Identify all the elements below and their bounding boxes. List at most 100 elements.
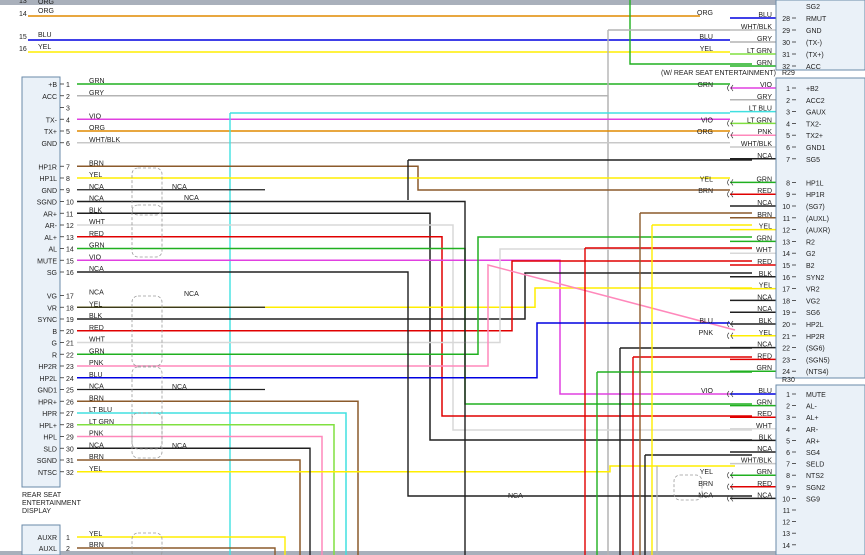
display-pin-name: B bbox=[52, 329, 57, 336]
display-pin-number: 3 bbox=[66, 106, 70, 113]
display-pin-number: 10 bbox=[66, 200, 74, 207]
r29-signal: SG6 bbox=[806, 310, 820, 317]
wire-label-org: ORG bbox=[38, 8, 54, 15]
r29-wire-label: BLK bbox=[759, 318, 773, 325]
display-wire-label: LT BLU bbox=[89, 407, 112, 414]
r30-connector-name: R30 bbox=[782, 377, 795, 384]
r29-wire-label: YEL bbox=[759, 224, 772, 231]
r30-signal: SG9 bbox=[806, 496, 820, 503]
r29-signal: GAUX bbox=[806, 110, 826, 117]
r30-wire-label: WHT bbox=[756, 423, 773, 430]
r29-wire-label: YEL bbox=[759, 330, 772, 337]
r30-signal: SGN2 bbox=[806, 485, 825, 492]
connector-bracket bbox=[727, 190, 734, 198]
display-wire-label: RED bbox=[89, 231, 104, 238]
r29-left-label: BLU bbox=[699, 318, 713, 325]
aux-pin-name: AUXR bbox=[38, 535, 57, 542]
right-top-left-label: BLU bbox=[699, 34, 713, 41]
r30-pin-number: 12 bbox=[782, 520, 790, 527]
display-wire bbox=[77, 259, 730, 395]
r29-signal: SYN2 bbox=[806, 275, 824, 282]
r29-pin-number: 1 bbox=[786, 86, 790, 93]
r30-signal: AL- bbox=[806, 404, 818, 411]
r29-pin-number: 18 bbox=[782, 298, 790, 305]
display-pin-number: 24 bbox=[66, 376, 74, 383]
connector-bracket bbox=[727, 483, 734, 491]
display-title-line: ENTERTAINMENT bbox=[22, 500, 82, 507]
right-top-signal: GND bbox=[806, 28, 822, 35]
r29-wire-label: RED bbox=[757, 259, 772, 266]
r30-left-label: NCA bbox=[698, 492, 713, 499]
r30-signal: SG4 bbox=[806, 450, 820, 457]
aux-wire-label: YEL bbox=[89, 531, 102, 538]
r30-signal: NTS2 bbox=[806, 473, 824, 480]
r29-pin-number: 6 bbox=[786, 145, 790, 152]
r29-pin-number: 5 bbox=[786, 133, 790, 140]
display-pin-name: SGND bbox=[37, 458, 57, 465]
display-wire-label: GRN bbox=[89, 243, 105, 250]
r29-pin-number: 15 bbox=[782, 263, 790, 270]
display-pin-number: 27 bbox=[66, 411, 74, 418]
r29-signal: B2 bbox=[806, 263, 815, 270]
r29-wire-label: NCA bbox=[757, 342, 772, 349]
display-pin-number: 1 bbox=[66, 82, 70, 89]
r29-wire-label: GRY bbox=[757, 94, 772, 101]
r30-signal: AR+ bbox=[806, 438, 820, 445]
r29-wire-label: PNK bbox=[758, 129, 773, 136]
nca-label: NCA bbox=[184, 195, 199, 202]
right-top-wire-label: BLU bbox=[758, 12, 772, 19]
wire-nca-sld bbox=[77, 447, 311, 555]
display-pin-number: 21 bbox=[66, 341, 74, 348]
display-pin-name: +B bbox=[48, 82, 57, 89]
wire-nca-sg bbox=[77, 271, 752, 497]
right-top-pin-number: 30 bbox=[782, 40, 790, 47]
wire-auxl bbox=[77, 547, 276, 555]
display-wire bbox=[77, 236, 752, 355]
display-pin-number: 30 bbox=[66, 446, 74, 453]
display-pin-name: AR- bbox=[45, 223, 58, 230]
r30-left-label: YEL bbox=[700, 469, 713, 476]
display-pin-number: 14 bbox=[66, 247, 74, 254]
display-pin-name: G bbox=[52, 341, 57, 348]
r29-wire-label: WHT bbox=[756, 247, 773, 254]
display-wire-label: YEL bbox=[89, 466, 102, 473]
display-wire-label: GRN bbox=[89, 348, 105, 355]
splice-dashed-outline bbox=[131, 295, 163, 367]
r30-wire-label: NCA bbox=[757, 446, 772, 453]
display-title-line: REAR SEAT bbox=[22, 492, 62, 499]
bottom-nca-label: NCA bbox=[508, 493, 523, 500]
window-bottom-bar bbox=[0, 551, 865, 555]
r30-left-label: VIO bbox=[701, 388, 714, 395]
right-top-wire-label: LT GRN bbox=[747, 48, 772, 55]
right-top-pin-number: 32 bbox=[782, 64, 790, 71]
display-pin-name: GND bbox=[41, 141, 57, 148]
aux-connector-box bbox=[21, 524, 61, 555]
display-pin-number: 20 bbox=[66, 329, 74, 336]
r30-pin-number: 7 bbox=[786, 462, 790, 469]
display-wire-label: NCA bbox=[89, 196, 104, 203]
display-wire-label: GRN bbox=[89, 78, 105, 85]
r30-pin-number: 10 bbox=[782, 496, 790, 503]
r30-pin-number: 13 bbox=[782, 531, 790, 538]
r29-signal: TX2- bbox=[806, 121, 822, 128]
nca-label: NCA bbox=[172, 384, 187, 391]
r29-wire-label: VIO bbox=[760, 82, 773, 89]
r29-wire-label: BLK bbox=[759, 271, 773, 278]
r29-wire-label: BRN bbox=[757, 212, 772, 219]
display-pin-name: SYNC bbox=[38, 317, 57, 324]
nca-label: NCA bbox=[172, 443, 187, 450]
r29-pin-number: 19 bbox=[782, 310, 790, 317]
right-top-signal: ACC bbox=[806, 64, 821, 71]
r30-wire-label: RED bbox=[757, 481, 772, 488]
r29-pin-number: 13 bbox=[782, 239, 790, 246]
display-pin-number: 13 bbox=[66, 235, 74, 242]
wire-nca-sgnd bbox=[77, 200, 466, 555]
right-top-left-label: ORG bbox=[697, 10, 713, 17]
r29-wire-label: GRN bbox=[756, 365, 772, 372]
right-top-signal: RMUT bbox=[806, 16, 827, 23]
r30-wire-label: GRN bbox=[756, 469, 772, 476]
display-wire-label: YEL bbox=[89, 301, 102, 308]
right-top-pin-number: 31 bbox=[782, 52, 790, 59]
connector-bracket bbox=[727, 332, 734, 340]
